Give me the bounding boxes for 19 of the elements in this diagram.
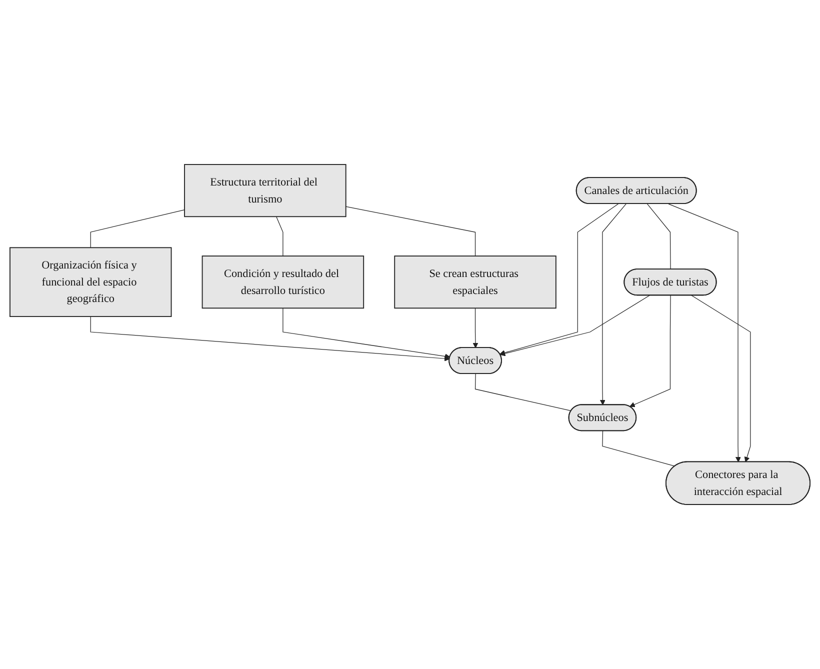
connector [276,216,284,256]
connector [90,209,185,248]
connector [346,206,476,256]
node-box: Estructura territorial del turismo [184,164,346,218]
arrow [90,316,450,362]
arrow [282,308,450,360]
arrow [668,204,741,462]
arrow [691,295,751,462]
node-box: Se crean estructuras espaciales [394,256,556,309]
arrow [630,295,671,408]
arrow [500,295,650,356]
node-box: Organización física y funcional del espacio geográfico [10,247,172,317]
connector [474,374,572,412]
arrow [600,204,626,406]
connector [602,430,676,466]
connector [646,204,671,270]
arrow [472,308,478,348]
node-box: Condición y resultado del desarrollo turístico [202,256,364,309]
arrow [500,204,619,356]
